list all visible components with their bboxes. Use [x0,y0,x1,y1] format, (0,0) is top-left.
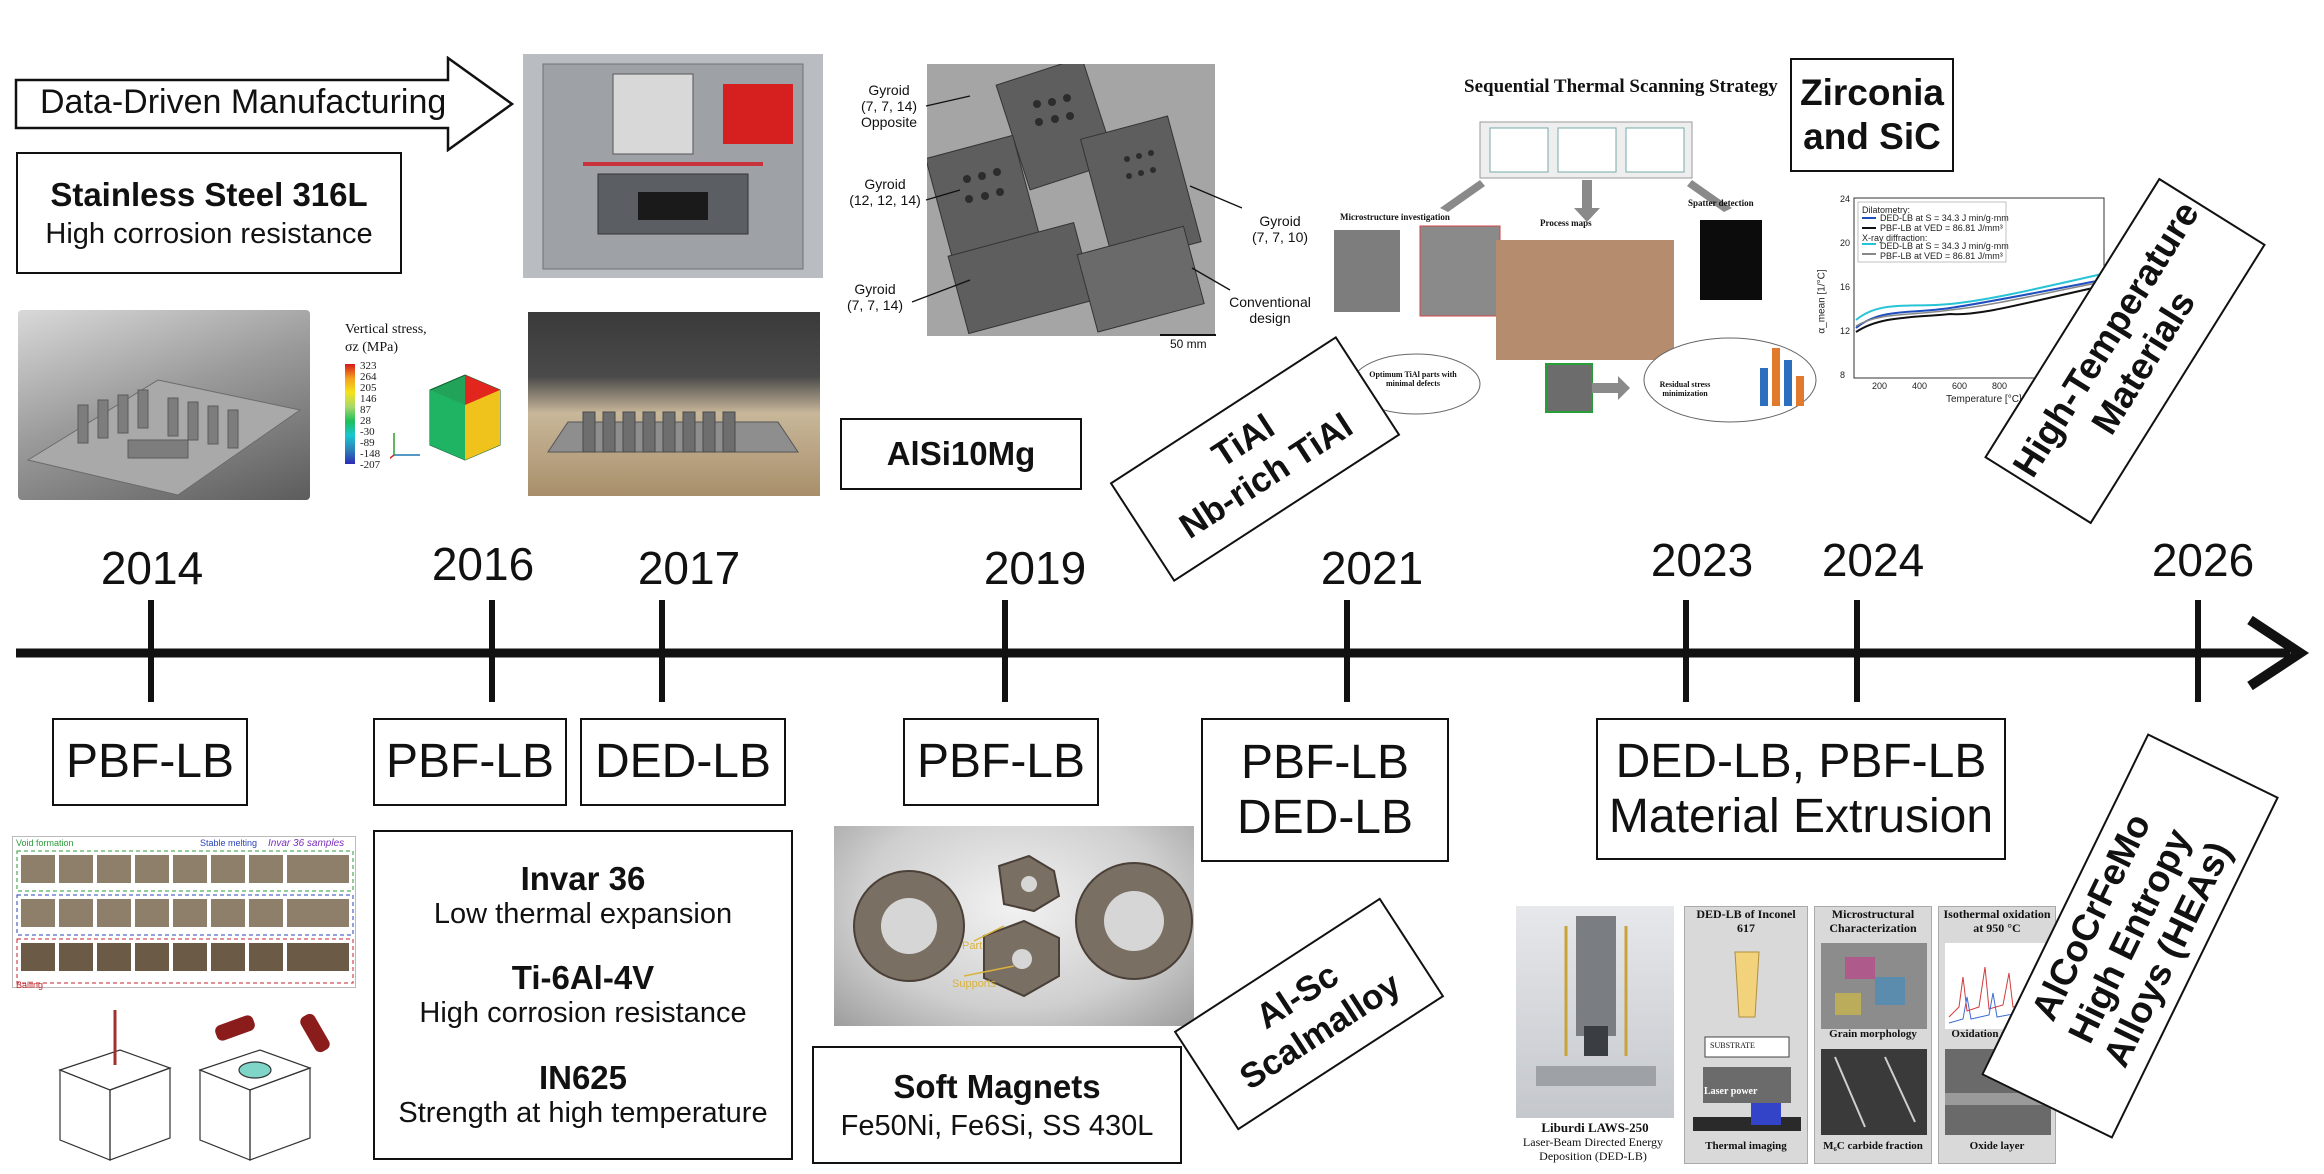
year-2023: 2023 [1602,533,1802,587]
stress-unit: σz (MPa) [345,340,398,356]
dil-xlabel: Temperature [°C] [1946,394,2022,405]
sts-process-label: Process maps [1540,218,1592,228]
zirconia-label-2: and SiC [1803,115,1941,159]
dil-ytick-2: 20 [1840,238,1850,248]
dil-legend-6: PBF-LB at VED = 86.81 J/mm³ [1880,251,2003,261]
dil-xtick-4: 800 [1992,381,2007,391]
laws-machine-photo [1516,906,1674,1118]
magnet-supports-label: Supports [952,978,996,990]
micro-title: Microstructural Characterization [1816,908,1930,936]
dil-ytick-1: 24 [1840,194,1850,204]
sts-optimum-label: Optimum TiAl parts with minimal defects [1368,370,1458,388]
materials-2016-box: Invar 36 Low thermal expansion Ti-6Al-4V… [373,830,793,1160]
scale-bar-label: 50 mm [1170,338,1207,352]
thin-wall-part-photo [528,312,820,496]
sts-spatter-label: Spatter detection [1688,198,1754,208]
in617-laser-power: Laser power [1704,1086,1757,1097]
micro-carbide: M₆C carbide fraction [1816,1140,1930,1152]
process-2016: PBF-LB [373,718,567,806]
stress-title: Vertical stress, [345,322,427,338]
year-2014: 2014 [52,541,252,595]
ss316l-box: Stainless Steel 316L High corrosion resi… [16,152,402,274]
dil-ytick-5: 8 [1840,370,1845,380]
laws-title: Liburdi LAWS-250 [1520,1120,1670,1136]
in625-group: IN625 Strength at high temperature [398,1059,767,1130]
year-2017: 2017 [589,541,789,595]
invar-subtitle: Low thermal expansion [434,898,732,931]
in625-subtitle: Strength at high temperature [398,1097,767,1130]
in617-substrate: SUBSTRATE [1710,1041,1755,1050]
in617-thermal: Thermal imaging [1690,1140,1802,1152]
scale-bar [1160,334,1216,336]
oxidation-layer: Oxide layer [1940,1140,2054,1152]
soft-magnets-box: Soft Magnets Fe50Ni, Fe6Si, SS 430L [812,1046,1182,1164]
machine-cabinet-photo [523,54,823,278]
ti64-group: Ti-6Al-4V High corrosion resistance [419,959,746,1030]
dil-xtick-3: 600 [1952,381,1967,391]
soft-magnets-title: Soft Magnets [893,1068,1100,1106]
micro-grain: Grain morphology [1816,1028,1930,1040]
magnet-part-label: Part [962,940,982,952]
invar-row-2: Stable melting [200,838,257,848]
ss316l-subtitle: High corrosion resistance [45,218,372,251]
in617-panel [1684,906,1808,1164]
alsi10mg-box: AlSi10Mg [840,418,1082,490]
dil-legend-3: PBF-LB at VED = 86.81 J/mm³ [1880,223,2003,233]
dil-ylabel: α_mean [1/°C] [1817,269,1828,333]
process-2014: PBF-LB [52,718,248,806]
alsc-box: Al-Sc Scalmalloy [1174,898,1445,1131]
ss316l-part-photo [18,310,310,500]
ss316l-title: Stainless Steel 316L [50,176,367,214]
process-2023: DED-LB, PBF-LB Material Extrusion [1596,718,2006,860]
process-2021: PBF-LB DED-LB [1201,718,1449,862]
data-driven-label: Data-Driven Manufacturing [40,83,446,122]
invar-title: Invar 36 [434,860,732,898]
sts-micro-label: Microstructure investigation [1340,212,1450,222]
invar-group: Invar 36 Low thermal expansion [434,860,732,931]
alsi10mg-label: AlSi10Mg [887,435,1036,473]
gyroid-label-4: Gyroid (7, 7, 10) [1245,213,1315,245]
timeline-axis [0,590,2324,720]
soft-magnets-subtitle: Fe50Ni, Fe6Si, SS 430L [841,1110,1154,1143]
invar-samples-figure [12,836,356,988]
invar-row-3: Balling [16,980,43,990]
dil-xtick-2: 400 [1912,381,1927,391]
zirconia-box: Zirconia and SiC [1790,58,1954,172]
oxidation-title: Isothermal oxidation at 950 °C [1940,908,2054,936]
process-2017: DED-LB [580,718,786,806]
dil-legend-2: DED-LB at S = 34.3 J min/g·mm [1880,213,2009,223]
stress-colorbar [345,364,355,464]
invar-row-1: Void formation [16,838,74,848]
year-2021: 2021 [1272,541,1472,595]
sts-residual-label: Residual stress minimization [1650,380,1720,398]
invar-samples-title: Invar 36 samples [268,838,344,849]
in617-title: DED-LB of Inconel 617 [1688,908,1804,936]
gyroid-leader-lines [900,90,1250,330]
sample-cube-sketch [40,1010,370,1170]
year-2026: 2026 [2103,533,2303,587]
process-2019: PBF-LB [903,718,1099,806]
ti64-title: Ti-6Al-4V [419,959,746,997]
ti64-subtitle: High corrosion resistance [419,997,746,1030]
laws-subtitle: Laser-Beam Directed Energy Deposition (D… [1508,1136,1678,1164]
zirconia-label-1: Zirconia [1800,71,1944,115]
stress-fe-cube [390,365,510,465]
year-2024: 2024 [1773,533,1973,587]
soft-magnets-photo [834,826,1194,1026]
year-2019: 2019 [935,541,1135,595]
in625-title: IN625 [398,1059,767,1097]
sts-title: Sequential Thermal Scanning Strategy [1464,76,1778,98]
dil-legend-5: DED-LB at S = 34.3 J min/g·mm [1880,241,2009,251]
dil-xtick-1: 200 [1872,381,1887,391]
dil-ytick-4: 12 [1840,326,1850,336]
dil-ytick-3: 16 [1840,282,1850,292]
year-2016: 2016 [383,537,583,591]
